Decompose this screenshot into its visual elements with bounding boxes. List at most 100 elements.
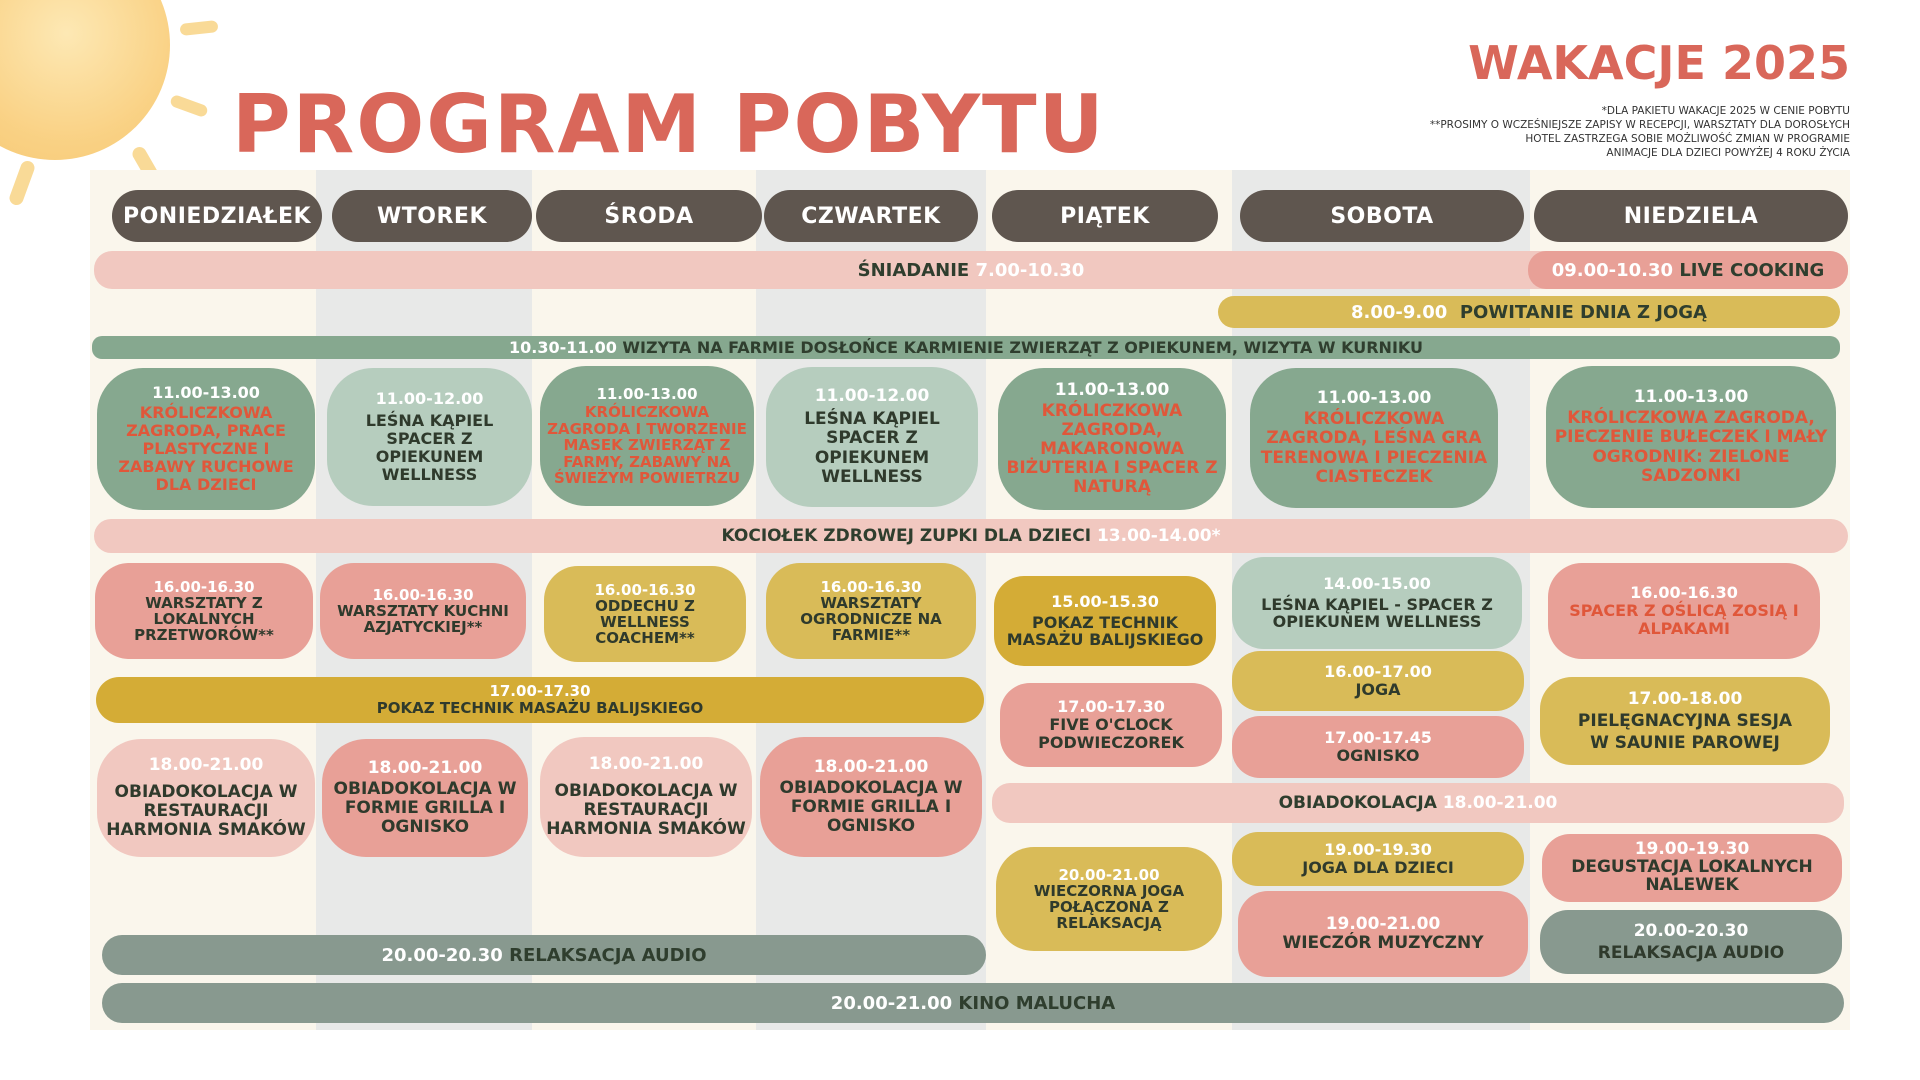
card-time: 11.00-13.00: [596, 384, 698, 403]
bali-massage-band: 17.00-17.30 POKAZ TECHNIK MASAŻU BALIJSK…: [96, 677, 984, 723]
morning-card-wednesday: 11.00-13.00 KRÓLICZKOWA ZAGRODA I TWORZE…: [540, 366, 754, 506]
note-4: ANIMACJE DLA DZIECI POWYŻEJ 4 ROKU ŻYCIA: [1606, 147, 1850, 159]
card-text: KRÓLICZKOWA ZAGRODA, PIECZENIE BUŁECZEK …: [1554, 408, 1828, 486]
card-time: 19.00-19.30: [1634, 839, 1750, 860]
card-time: 18.00-21.00: [813, 756, 929, 777]
sunday-tasting-card: 19.00-19.30 DEGUSTACJA LOKALNYCH NALEWEK: [1542, 834, 1842, 902]
sunday-sauna-card: 17.00-18.00 PIELĘGNACYJNA SESJA W SAUNIE…: [1540, 677, 1830, 765]
day-monday: PONIEDZIAŁEK: [112, 190, 322, 242]
card-text: POKAZ TECHNIK MASAŻU BALIJSKIEGO: [376, 699, 704, 717]
card-time: 11.00-13.00: [152, 383, 260, 403]
day-thursday: CZWARTEK: [764, 190, 978, 242]
note-3: HOTEL ZASTRZEGA SOBIE MOŻLIWOŚĆ ZMIAN W …: [1525, 133, 1850, 145]
live-cooking-band: 09.00-10.30 LIVE COOKING: [1528, 251, 1848, 289]
card-time: 17.00-17.45: [1324, 728, 1432, 748]
morning-card-thursday: 11.00-12.00 LEŚNA KĄPIEL SPACER Z OPIEKU…: [766, 367, 978, 507]
card-text: LEŚNA KĄPIEL SPACER Z OPIEKUNEM WELLNESS: [365, 411, 494, 484]
afternoon-card-tuesday: 16.00-16.30 WARSZTATY KUCHNI AZJATYCKIEJ…: [320, 563, 526, 659]
audio-relax-time: 20.00-20.30: [381, 944, 503, 966]
saturday-kids-yoga-card: 19.00-19.30 JOGA DLA DZIECI: [1232, 832, 1524, 886]
card-text: OBIADOKOLACJA W FORMIE GRILLA I OGNISKO: [333, 778, 517, 838]
card-time: 20.00-20.30: [1633, 920, 1749, 941]
soup-time: 13.00-14.00*: [1096, 526, 1221, 546]
saturday-yoga-card: 16.00-17.00 JOGA: [1232, 651, 1524, 711]
morning-yoga-band: 8.00-9.00 POWITANIE DNIA Z JOGĄ: [1218, 296, 1840, 328]
card-time: 15.00-15.30: [1051, 591, 1159, 611]
sun-ray: [7, 158, 37, 208]
card-time: 18.00-21.00: [588, 753, 704, 774]
kino-label: KINO MALUCHA: [958, 992, 1116, 1014]
card-time: 16.00-17.00: [1324, 662, 1432, 682]
page-subtitle: WAKACJE 2025: [1468, 36, 1850, 90]
card-text: PIELĘGNACYJNA SESJA W SAUNIE PAROWEJ: [1577, 710, 1793, 754]
card-time: 11.00-12.00: [375, 389, 484, 409]
friday-evening-yoga-card: 20.00-21.00 WIECZORNA JOGA POŁĄCZONA Z R…: [996, 847, 1222, 951]
kino-time: 20.00-21.00: [830, 992, 953, 1014]
friday-tea-card: 17.00-17.30 FIVE O'CLOCK PODWIECZOREK: [1000, 683, 1222, 767]
morning-card-sunday: 11.00-13.00 KRÓLICZKOWA ZAGRODA, PIECZEN…: [1546, 366, 1836, 508]
saturday-music-card: 19.00-21.00 WIECZÓR MUZYCZNY: [1238, 891, 1528, 977]
morning-card-tuesday: 11.00-12.00 LEŚNA KĄPIEL SPACER Z OPIEKU…: [327, 368, 532, 506]
morning-card-monday: 11.00-13.00 KRÓLICZKOWA ZAGRODA, PRACE P…: [97, 368, 315, 510]
dinner-band-time: 18.00-21.00: [1442, 793, 1558, 813]
day-saturday: SOBOTA: [1240, 190, 1524, 242]
card-time: 19.00-21.00: [1325, 913, 1441, 934]
card-time: 19.00-19.30: [1324, 840, 1432, 860]
dinner-band-fri-sun: OBIADOKOLACJA 18.00-21.00: [992, 783, 1844, 823]
card-time: 17.00-18.00: [1627, 688, 1743, 709]
breakfast-label: ŚNIADANIE: [857, 259, 970, 281]
card-time: 16.00-16.30: [1630, 583, 1738, 603]
card-text: OGNISKO: [1336, 746, 1420, 765]
sun-ray: [179, 20, 219, 36]
card-time: 18.00-21.00: [367, 757, 483, 778]
afternoon-card-monday: 16.00-16.30 WARSZTATY Z LOKALNYCH PRZETW…: [95, 563, 313, 659]
card-time: 14.00-15.00: [1323, 573, 1431, 593]
saturday-bonfire-card: 17.00-17.45 OGNISKO: [1232, 716, 1524, 778]
card-text: KRÓLICZKOWA ZAGRODA I TWORZENIE MASEK ZW…: [547, 403, 747, 487]
morning-card-friday: 11.00-13.00 KRÓLICZKOWA ZAGRODA, MAKARON…: [998, 368, 1226, 510]
card-text: OBIADOKOLACJA W FORMIE GRILLA I OGNISKO: [779, 777, 963, 837]
card-text: POKAZ TECHNIK MASAŻU BALIJSKIEGO: [1006, 612, 1204, 650]
card-text: ODDECHU Z WELLNESS COACHEM**: [595, 596, 695, 648]
afternoon-card-thursday: 16.00-16.30 WARSZTATY OGRODNICZE NA FARM…: [766, 563, 976, 659]
card-text: LEŚNA KĄPIEL - SPACER Z OPIEKUNEM WELLNE…: [1261, 594, 1493, 632]
card-time: 11.00-13.00: [1316, 388, 1432, 409]
farm-visit-band: 10.30-11.00 WIZYTA NA FARMIE DOSŁOŃCE KA…: [92, 336, 1840, 359]
card-text: OBIADOKOLACJA W RESTAURACJI HARMONIA SMA…: [546, 780, 746, 840]
card-time: 16.00-16.30: [372, 585, 474, 604]
afternoon-card-sunday: 16.00-16.30 SPACER Z OŚLICĄ ZOSIĄ I ALPA…: [1548, 563, 1820, 659]
card-text: KRÓLICZKOWA ZAGRODA, LEŚNA GRA TERENOWA …: [1260, 409, 1488, 487]
sun-decoration: [0, 0, 170, 160]
page-title: PROGRAM POBYTU: [232, 78, 1106, 171]
card-text: RELAKSACJA AUDIO: [1597, 943, 1785, 963]
morning-card-saturday: 11.00-13.00 KRÓLICZKOWA ZAGRODA, LEŚNA G…: [1250, 368, 1498, 508]
header-notes: *DLA PAKIETU WAKACJE 2025 W CENIE POBYTU…: [1430, 104, 1850, 160]
dinner-card-tuesday: 18.00-21.00 OBIADOKOLACJA W FORMIE GRILL…: [322, 739, 528, 857]
day-wednesday: ŚRODA: [536, 190, 762, 242]
dinner-card-wednesday: 18.00-21.00 OBIADOKOLACJA W RESTAURACJI …: [540, 737, 752, 857]
card-text: JOGA DLA DZIECI: [1302, 858, 1454, 877]
live-cooking-time: 09.00-10.30: [1551, 259, 1674, 281]
card-time: 11.00-13.00: [1054, 379, 1170, 400]
card-text: LEŚNA KĄPIEL SPACER Z OPIEKUNEM WELLNESS: [804, 409, 940, 487]
card-time: 17.00-17.30: [489, 682, 591, 701]
card-text: WARSZTATY OGRODNICZE NA FARMIE**: [800, 593, 942, 645]
card-text: WARSZTATY KUCHNI AZJATYCKIEJ**: [337, 601, 509, 637]
day-friday: PIĄTEK: [992, 190, 1218, 242]
audio-relax-label: RELAKSACJA AUDIO: [509, 944, 707, 966]
card-text: WIECZÓR MUZYCZNY: [1282, 933, 1484, 953]
card-text: FIVE O'CLOCK PODWIECZOREK: [1038, 715, 1184, 752]
morning-yoga-label: POWITANIE DNIA Z JOGĄ: [1459, 301, 1707, 323]
soup-label: KOCIOŁEK ZDROWEJ ZUPKI DLA DZIECI: [721, 526, 1092, 546]
card-time: 17.00-17.30: [1057, 697, 1165, 717]
card-text: WARSZTATY Z LOKALNYCH PRZETWORÓW**: [134, 593, 274, 645]
afternoon-card-wednesday: 16.00-16.30 ODDECHU Z WELLNESS COACHEM**: [544, 566, 746, 662]
card-text: OBIADOKOLACJA W RESTAURACJI HARMONIA SMA…: [106, 781, 306, 841]
card-text: KRÓLICZKOWA ZAGRODA, MAKARONOWA BIŻUTERI…: [1006, 400, 1218, 498]
sun-ray: [169, 93, 209, 119]
card-text: KRÓLICZKOWA ZAGRODA, PRACE PLASTYCZNE I …: [118, 403, 294, 494]
note-2: **PROSIMY O WCZEŚNIEJSZE ZAPISY W RECEPC…: [1429, 119, 1850, 131]
day-tuesday: WTOREK: [332, 190, 532, 242]
sunday-audio-card: 20.00-20.30 RELAKSACJA AUDIO: [1540, 910, 1842, 974]
live-cooking-label: LIVE COOKING: [1679, 259, 1825, 281]
